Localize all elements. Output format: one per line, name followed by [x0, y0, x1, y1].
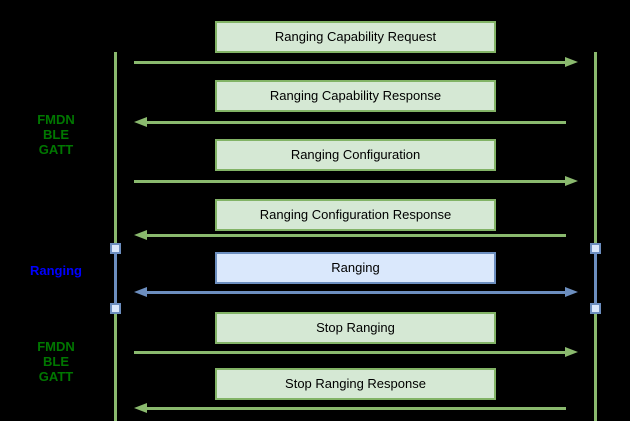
- message-box-stop-ranging: Stop Ranging: [215, 312, 496, 344]
- arrowhead-left-icon: [134, 230, 147, 240]
- arrow-line: [134, 180, 566, 183]
- activation-marker: [590, 303, 601, 314]
- arrowhead-right-icon: [565, 57, 578, 67]
- message-box-ranging-configuration: Ranging Configuration: [215, 139, 496, 171]
- arrow-line: [147, 291, 565, 294]
- arrowhead-left-icon: [134, 287, 147, 297]
- arrowhead-left-icon: [134, 403, 147, 413]
- phase-label-fmdn-ble-gatt-bottom: FMDN BLE GATT: [0, 339, 112, 384]
- message-box-ranging-configuration-response: Ranging Configuration Response: [215, 199, 496, 231]
- arrowhead-right-icon: [565, 347, 578, 357]
- phase-label-line: GATT: [38, 369, 74, 384]
- arrow-right: [134, 57, 578, 68]
- arrowhead-left-icon: [134, 117, 147, 127]
- arrow-line: [134, 61, 566, 64]
- arrow-left: [134, 403, 578, 414]
- phase-label-line: FMDN: [37, 112, 75, 127]
- arrow-bidirectional: [134, 287, 578, 298]
- ranging-active-segment-left: [114, 248, 117, 308]
- phase-label-line: BLE: [43, 127, 69, 142]
- phase-label-line: Ranging: [30, 263, 82, 278]
- arrow-right: [134, 347, 578, 358]
- arrow-left: [134, 117, 578, 128]
- arrow-right: [134, 176, 578, 187]
- activation-marker: [590, 243, 601, 254]
- arrow-line: [147, 121, 566, 124]
- arrow-line: [134, 351, 566, 354]
- lifeline-right: [594, 52, 597, 421]
- message-box-ranging-capability-response: Ranging Capability Response: [215, 80, 496, 112]
- arrowhead-right-icon: [565, 176, 578, 186]
- activation-marker: [110, 243, 121, 254]
- arrow-left: [134, 230, 578, 241]
- activation-marker: [110, 303, 121, 314]
- lifeline-left: [114, 52, 117, 421]
- phase-label-ranging: Ranging: [0, 263, 112, 278]
- phase-label-line: BLE: [43, 354, 69, 369]
- arrow-line: [147, 234, 566, 237]
- arrowhead-right-icon: [565, 287, 578, 297]
- arrow-line: [147, 407, 566, 410]
- phase-label-line: GATT: [38, 142, 74, 157]
- phase-label-line: FMDN: [37, 339, 75, 354]
- message-box-ranging-capability-request: Ranging Capability Request: [215, 21, 496, 53]
- message-box-ranging: Ranging: [215, 252, 496, 284]
- ranging-active-segment-right: [594, 248, 597, 308]
- message-box-stop-ranging-response: Stop Ranging Response: [215, 368, 496, 400]
- phase-label-fmdn-ble-gatt-top: FMDN BLE GATT: [0, 112, 112, 157]
